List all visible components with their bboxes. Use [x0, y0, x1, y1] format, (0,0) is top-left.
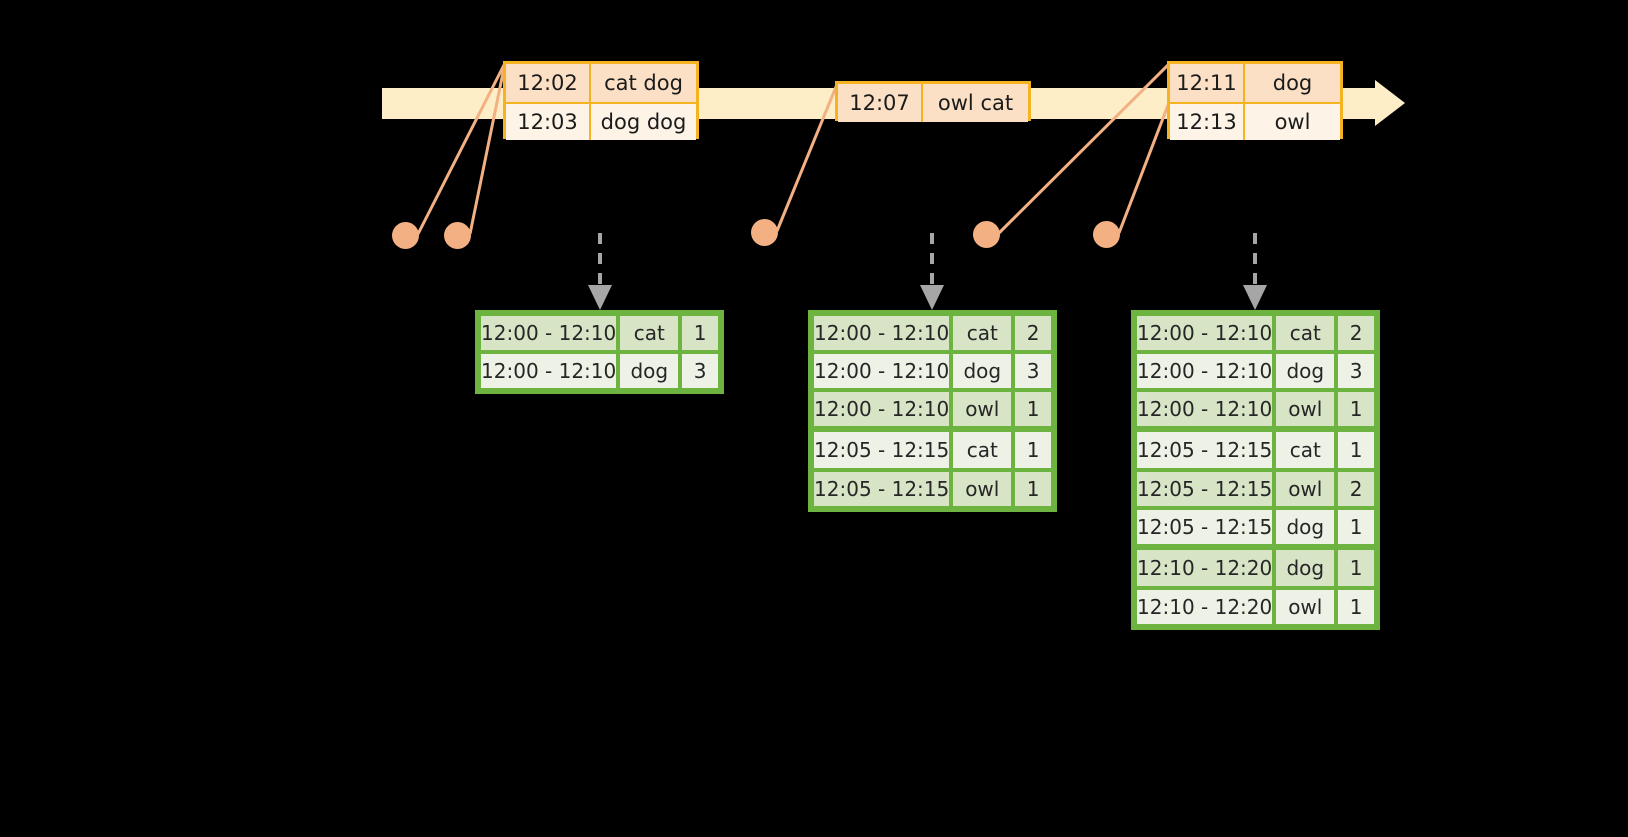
flow-arrows	[598, 233, 1257, 285]
cell-count: 3	[1015, 354, 1051, 388]
cell-count: 3	[1338, 354, 1374, 388]
flow-arrow-head-3	[1243, 285, 1267, 310]
cell-word: owl	[1276, 472, 1335, 506]
cell-word: cat	[620, 316, 679, 350]
timeline-arrow-shaft	[1355, 88, 1380, 119]
event-time: 12:07	[838, 84, 923, 122]
table-row[interactable]: 12:05 - 12:15 dog 1	[1135, 508, 1376, 546]
cell-word: dog	[1276, 510, 1335, 544]
cell-count: 1	[1015, 472, 1051, 506]
cell-window: 12:10 - 12:20	[1137, 550, 1273, 586]
table-row[interactable]: 12:00 - 12:10 owl 1	[1135, 390, 1376, 428]
cell-word: cat	[1276, 432, 1335, 468]
cell-word: cat	[953, 432, 1012, 468]
event-dot-2	[444, 222, 471, 249]
cell-window: 12:00 - 12:10	[1137, 392, 1273, 426]
flow-arrow-heads	[588, 285, 1267, 310]
cell-word: owl	[953, 392, 1012, 426]
cell-window: 12:00 - 12:10	[814, 392, 950, 426]
cell-word: dog	[620, 354, 679, 388]
event-value: dog dog	[600, 110, 687, 134]
cell-word: owl	[953, 472, 1012, 506]
cell-window: 12:00 - 12:10	[814, 354, 950, 388]
cell-word: cat	[1276, 316, 1335, 350]
cell-count: 1	[1338, 550, 1374, 586]
cell-count: 1	[1338, 432, 1374, 468]
table-row[interactable]: 12:00 - 12:10 dog 3	[812, 352, 1053, 390]
cell-count: 1	[1338, 590, 1374, 624]
cell-window: 12:00 - 12:10	[481, 354, 617, 388]
cell-window: 12:10 - 12:20	[1137, 590, 1273, 624]
cell-window: 12:05 - 12:15	[814, 472, 950, 506]
event-row[interactable]: 12:11 dog	[1170, 64, 1340, 102]
cell-window: 12:05 - 12:15	[1137, 472, 1273, 506]
cell-word: dog	[1276, 550, 1335, 586]
cell-window: 12:00 - 12:10	[1137, 316, 1273, 350]
event-time: 12:02	[506, 64, 591, 102]
cell-window: 12:00 - 12:10	[481, 316, 617, 350]
table-row[interactable]: 12:05 - 12:15 owl 2	[1135, 470, 1376, 508]
event-value: dog	[1272, 71, 1313, 95]
event-value: cat dog	[604, 71, 683, 95]
timeline-arrow-head	[1375, 80, 1405, 126]
table-row[interactable]: 12:00 - 12:10 dog 3	[479, 352, 720, 390]
table-row[interactable]: 12:05 - 12:15 owl 1	[812, 470, 1053, 508]
event-value: owl cat	[937, 91, 1014, 115]
table-row[interactable]: 12:10 - 12:20 owl 1	[1135, 588, 1376, 626]
table-row[interactable]: 12:00 - 12:10 cat 2	[1135, 314, 1376, 352]
event-row[interactable]: 12:07 owl cat	[838, 84, 1028, 122]
table-row[interactable]: 12:00 - 12:10 cat 1	[479, 314, 720, 352]
cell-window: 12:00 - 12:10	[1137, 354, 1273, 388]
cell-count: 2	[1338, 316, 1374, 350]
cell-window: 12:05 - 12:15	[814, 432, 950, 468]
result-table-2[interactable]: 12:00 - 12:10 cat 2 12:00 - 12:10 dog 3 …	[808, 310, 1057, 512]
result-table-1[interactable]: 12:00 - 12:10 cat 1 12:00 - 12:10 dog 3	[475, 310, 724, 394]
cell-window: 12:00 - 12:10	[814, 316, 950, 350]
event-dot-3	[751, 219, 778, 246]
cell-window: 12:05 - 12:15	[1137, 432, 1273, 468]
event-row[interactable]: 12:02 cat dog	[506, 64, 696, 102]
table-row[interactable]: 12:05 - 12:15 cat 1	[1135, 428, 1376, 470]
event-time: 12:13	[1170, 104, 1245, 140]
cell-word: owl	[1276, 392, 1335, 426]
cell-word: cat	[953, 316, 1012, 350]
table-row[interactable]: 12:00 - 12:10 owl 1	[812, 390, 1053, 428]
cell-count: 1	[1338, 392, 1374, 426]
cell-word: dog	[953, 354, 1012, 388]
cell-count: 1	[1338, 510, 1374, 544]
cell-count: 2	[1015, 316, 1051, 350]
event-dot-5	[1093, 221, 1120, 248]
flow-arrow-head-1	[588, 285, 612, 310]
event-group-1[interactable]: 12:02 cat dog 12:03 dog dog	[503, 61, 699, 140]
event-row[interactable]: 12:13 owl	[1170, 102, 1340, 140]
cell-count: 2	[1338, 472, 1374, 506]
table-row[interactable]: 12:00 - 12:10 dog 3	[1135, 352, 1376, 390]
cell-word: owl	[1276, 590, 1335, 624]
event-dot-1	[392, 222, 419, 249]
cell-count: 1	[1015, 432, 1051, 468]
event-value: owl	[1274, 110, 1311, 134]
table-row[interactable]: 12:10 - 12:20 dog 1	[1135, 546, 1376, 588]
connector-5	[1117, 99, 1172, 234]
cell-count: 1	[682, 316, 718, 350]
cell-word: dog	[1276, 354, 1335, 388]
flow-arrow-head-2	[920, 285, 944, 310]
cell-count: 3	[682, 354, 718, 388]
event-group-3[interactable]: 12:11 dog 12:13 owl	[1167, 61, 1343, 140]
event-row[interactable]: 12:03 dog dog	[506, 102, 696, 140]
table-row[interactable]: 12:05 - 12:15 cat 1	[812, 428, 1053, 470]
result-table-3[interactable]: 12:00 - 12:10 cat 2 12:00 - 12:10 dog 3 …	[1131, 310, 1380, 630]
event-dot-4	[973, 221, 1000, 248]
event-time: 12:11	[1170, 64, 1245, 102]
event-time: 12:03	[506, 104, 591, 140]
event-group-2[interactable]: 12:07 owl cat	[835, 81, 1031, 122]
cell-window: 12:05 - 12:15	[1137, 510, 1273, 544]
table-row[interactable]: 12:00 - 12:10 cat 2	[812, 314, 1053, 352]
cell-count: 1	[1015, 392, 1051, 426]
